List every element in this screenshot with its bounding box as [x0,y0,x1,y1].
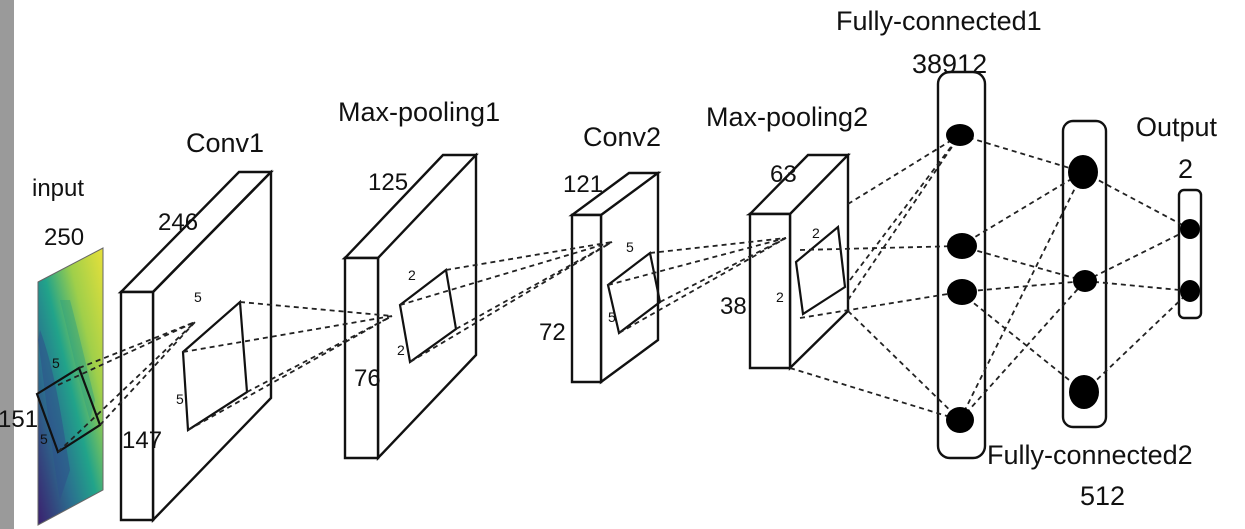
pool2-kernel-w: 2 [776,289,784,305]
input-height: 151 [0,406,38,433]
fc2-node [1068,155,1098,189]
conv2-kernel-w: 5 [608,309,616,325]
fc2-node [1069,375,1099,409]
fc1-box [936,70,987,460]
conv1-height: 147 [122,427,162,454]
input-kernel-w: 5 [40,431,48,447]
fc2-label: Fully-connected2 [987,440,1193,470]
pool1-layer: Max-pooling1 125 76 2 2 [338,97,500,462]
window-left-border [0,0,14,529]
neuron-nodes [946,124,1200,433]
fc2-units: 512 [1080,481,1125,511]
pool2-kernel [794,224,847,316]
conv1-layer: Conv1 246 147 5 5 [117,128,274,523]
fc1-node [947,279,977,305]
output-units: 2 [1178,154,1193,184]
conv2-height: 72 [539,319,566,346]
input-label: input [32,175,84,202]
conv1-kernel-w: 5 [176,391,184,407]
output-label: Output [1136,112,1218,142]
fc1-layer: Fully-connected1 38912 [836,6,1042,460]
conv2-width: 121 [563,171,603,198]
pool1-label: Max-pooling1 [338,97,500,127]
pool2-width: 63 [770,161,797,188]
output-node [1180,280,1200,302]
receptive-field-connections [57,237,787,453]
pool1-kernel-w: 2 [397,342,405,358]
conv1-kernel-h: 5 [194,289,202,305]
input-width: 250 [44,224,84,251]
input-layer: input 250 151 5 5 [0,175,104,526]
pool1-kernel-h: 2 [408,267,416,283]
conv2-label: Conv2 [583,122,661,152]
dense-connections [789,134,1191,421]
pool2-height: 38 [720,293,747,320]
fc1-node [946,124,974,146]
pool2-layer: Max-pooling2 63 38 2 2 [706,102,868,371]
conv2-kernel-h: 5 [626,239,634,255]
pool2-label: Max-pooling2 [706,102,868,132]
fc1-node [947,233,977,259]
fc1-label: Fully-connected1 [836,6,1042,36]
conv2-layer: Conv2 121 72 5 5 [539,122,662,385]
conv1-label: Conv1 [186,128,264,158]
pool1-height: 76 [354,365,381,392]
input-heatmap-streak [38,330,70,500]
pool1-width: 125 [368,169,408,196]
pool2-kernel-h: 2 [812,225,820,241]
fc1-node [946,407,974,433]
conv1-width: 246 [158,209,198,236]
input-kernel-h: 5 [52,355,60,371]
output-node [1180,219,1200,239]
fc2-node [1073,270,1097,292]
fc1-units: 38912 [912,49,987,79]
